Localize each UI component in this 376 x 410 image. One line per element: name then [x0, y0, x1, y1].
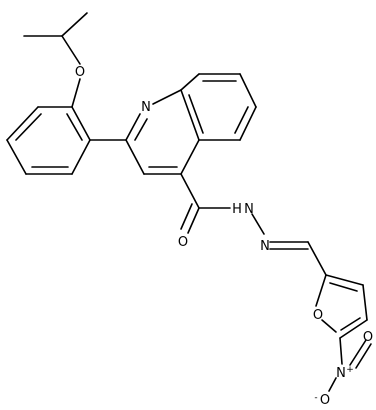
bond — [6, 139, 27, 175]
carbonyl-oxygen-label: O — [178, 235, 188, 250]
bond — [339, 337, 343, 365]
bond — [239, 106, 257, 141]
bond — [329, 282, 358, 292]
bond — [328, 377, 337, 392]
bond — [349, 339, 367, 366]
ether-oxygen-label: O — [75, 65, 85, 80]
bond — [187, 207, 200, 234]
bond — [307, 241, 327, 276]
bond — [125, 139, 145, 175]
bond — [188, 94, 204, 134]
bond — [234, 106, 249, 134]
furan-oxygen-label: O — [313, 308, 323, 323]
bond — [180, 203, 193, 230]
quinoline-nitrogen-label: N — [141, 100, 151, 115]
bond — [339, 319, 368, 339]
bonds — [6, 12, 372, 392]
bond — [71, 139, 91, 175]
bond — [355, 343, 372, 369]
bond — [15, 113, 42, 141]
atom-labels: O N O H N N O N + O O - — [75, 65, 373, 408]
nitro-oxygen-charge: - — [314, 393, 317, 403]
bond — [251, 213, 265, 235]
nitro-oxygen-down-label: O — [320, 393, 330, 408]
bond — [61, 12, 88, 37]
hydrazide-h-label: H — [232, 202, 242, 217]
hydrazide-nh-label: N — [244, 202, 254, 217]
bond — [340, 317, 361, 331]
bond — [325, 274, 364, 286]
bond — [180, 173, 200, 209]
bond — [321, 319, 337, 333]
bond — [180, 73, 200, 91]
bond — [315, 274, 327, 307]
bond — [66, 113, 83, 141]
bond — [362, 284, 368, 321]
bond — [125, 113, 141, 141]
imine-nitrogen-label: N — [260, 239, 270, 254]
nitro-nitrogen-charge: + — [346, 365, 354, 375]
bond — [61, 35, 81, 65]
bond — [71, 106, 91, 141]
bond — [71, 78, 81, 108]
bond — [152, 89, 182, 105]
bond — [180, 139, 200, 175]
nitro-oxygen-up-label: O — [363, 330, 373, 345]
bond — [6, 106, 39, 141]
bond — [239, 73, 257, 108]
bond — [134, 118, 148, 141]
bond — [180, 89, 200, 141]
nitro-nitrogen-label: N — [336, 366, 346, 381]
